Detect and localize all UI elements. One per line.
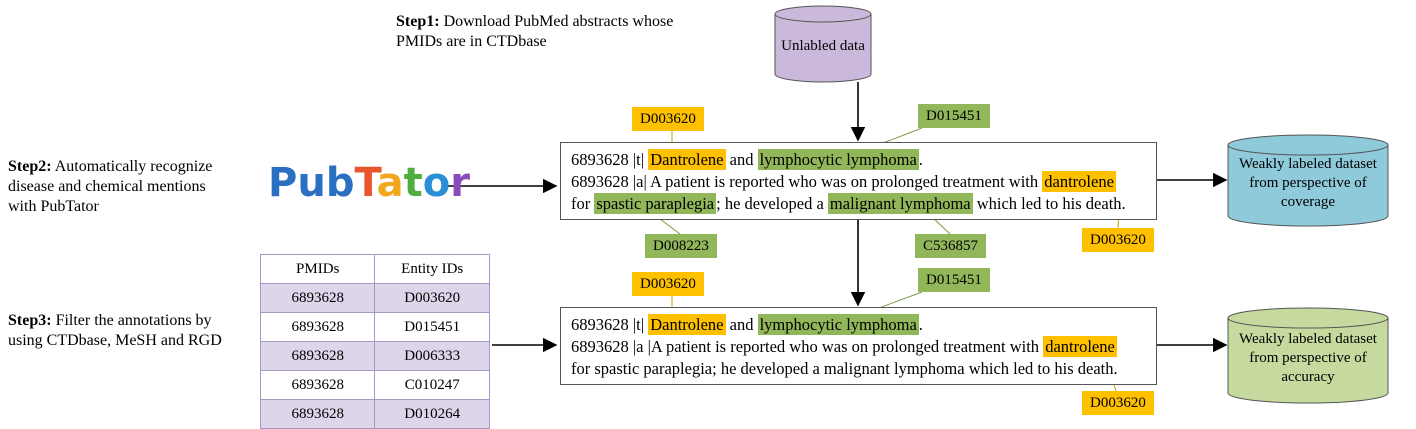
table-cell: D006333 [374,341,490,371]
step1-line2: PMIDs are in CTDbase [396,33,547,50]
disease-mention: lymphocytic lymphoma [757,314,919,335]
entity-id-tag: C536857 [915,234,987,258]
pubtator-logo: PubTator [268,160,470,206]
table-row: 6893628 D006333 [259,341,490,371]
entity-id-tag: D003620 [1082,391,1154,415]
pubtator-letter: P [268,160,298,206]
step3-line1: Filter the annotations by [55,312,212,329]
accuracy-line1: Weakly labeled dataset [1239,331,1377,347]
box2-title-end: . [918,315,923,334]
table-row: 6893628 C010247 [259,370,490,400]
step1-line1: Download PubMed abstracts whose [443,13,674,30]
box2-abstract-prefix: 6893628 |a |A patient is reported who wa… [571,337,1044,356]
accuracy-dataset-cylinder [1227,307,1389,404]
box1-line3-end: which led to his death. [972,194,1126,213]
pubtator-letter: u [297,160,326,206]
chemical-mention: Dantrolene [648,149,726,170]
disease-mention: lymphocytic lymphoma [757,149,919,170]
entity-id-tag: D003620 [632,272,704,296]
table-header-row: PMIDs Entity IDs [259,254,490,284]
box1-title-end: . [918,150,923,169]
step1-text: Step1: Download PubMed abstracts whose P… [396,12,673,52]
table-cell: D010264 [374,399,490,429]
step2-line3: with PubTator [8,198,99,215]
box1-title-prefix: 6893628 |t| [571,150,649,169]
entity-id-tag: D003620 [632,107,704,131]
pubtator-letter: b [325,160,355,206]
box1-line3-prefix: for [571,194,595,213]
pubtator-letter: o [422,160,451,206]
step3-text: Step3: Filter the annotations by using C… [8,311,222,351]
step3-line2: using CTDbase, MeSH and RGD [8,332,222,349]
chemical-mention: dantrolene [1042,171,1116,192]
pubtator-letter: t [403,160,423,206]
diagram-connectors [446,5,1389,404]
table-cell: 6893628 [259,341,376,371]
chemical-mention: dantrolene [1043,336,1117,357]
table-row: 6893628 D015451 [259,312,490,342]
disease-mention: spastic paraplegia [594,193,717,214]
box1-line3-mid: ; he developed a [716,194,828,213]
box1-abstract-line: 6893628 |a| A patient is reported who wa… [571,171,1146,193]
box1-title-line: 6893628 |t| Dantrolene and lymphocytic l… [571,149,1146,171]
table-header: PMIDs [259,254,376,284]
unlabeled-data-label: Unlabled data [781,38,865,54]
box2-title-prefix: 6893628 |t| [571,315,649,334]
step3-label: Step3: [8,312,52,329]
accuracy-dataset-label: Weakly labeled dataset from perspective … [1228,330,1388,387]
coverage-dataset-label: Weakly labeled dataset from perspective … [1228,155,1388,212]
entity-id-tag: D003620 [1082,228,1154,252]
box1-title-mid: and [725,150,758,169]
table-cell: 6893628 [259,370,376,400]
entity-id-tag: D008223 [645,234,717,258]
pmid-entity-table: PMIDs Entity IDs 6893628 D003620 6893628… [259,254,490,429]
table-cell: 6893628 [259,283,376,313]
chemical-mention: Dantrolene [648,314,726,335]
coverage-line3: coverage [1280,194,1336,210]
box1-abstract-prefix: 6893628 |a| A patient is reported who wa… [571,172,1043,191]
box2-abstract-line3: for spastic paraplegia; he developed a m… [571,359,1118,378]
table-cell: 6893628 [259,312,376,342]
table-header: Entity IDs [374,254,490,284]
table-cell: D003620 [374,283,490,313]
disease-mention: malignant lymphoma [827,193,973,214]
pubtator-letter: r [450,160,470,206]
table-cell: C010247 [374,370,490,400]
box1-abstract-line3: for spastic paraplegia; he developed a m… [571,193,1146,215]
step2-text: Step2: Automatically recognize disease a… [8,157,212,217]
accuracy-line2: from perspective of [1249,350,1367,366]
box2-title-line: 6893628 |t| Dantrolene and lymphocytic l… [571,314,1146,336]
entity-id-tag: D015451 [918,104,990,128]
step2-line2: disease and chemical mentions [8,178,206,195]
coverage-dataset-cylinder [1227,134,1389,227]
entity-id-tag: D015451 [918,268,990,292]
accuracy-line3: accuracy [1281,369,1335,385]
step1-label: Step1: [396,13,440,30]
step2-line1: Automatically recognize [54,158,213,175]
table-row: 6893628 D010264 [259,399,490,429]
table-cell: D015451 [374,312,490,342]
pubtator-letter: a [376,160,404,206]
table-row: 6893628 D003620 [259,283,490,313]
box2-title-mid: and [725,315,758,334]
pubtator-letter: T [354,160,377,206]
table-cell: 6893628 [259,399,376,429]
annotated-abstract-box-coverage: 6893628 |t| Dantrolene and lymphocytic l… [560,142,1157,220]
box2-abstract-line: 6893628 |a |A patient is reported who wa… [571,336,1146,358]
unlabeled-data-cylinder [774,5,872,83]
coverage-line2: from perspective of [1249,175,1367,191]
coverage-line1: Weakly labeled dataset [1239,156,1377,172]
step2-label: Step2: [8,158,52,175]
annotated-abstract-box-accuracy: 6893628 |t| Dantrolene and lymphocytic l… [560,307,1157,385]
